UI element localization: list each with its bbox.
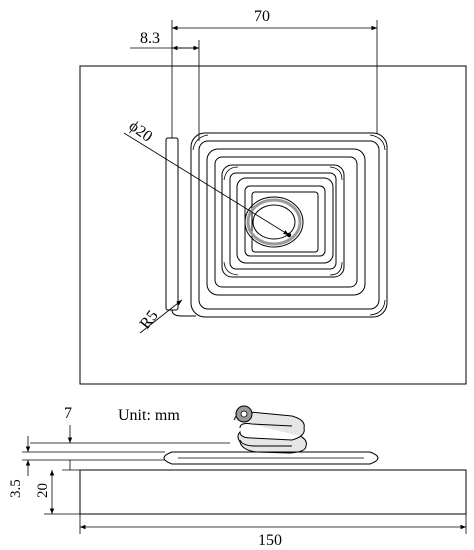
base-plate-outline: [79, 65, 467, 385]
dim-diameter-label: ϕ20: [126, 117, 156, 145]
base-slab: [79, 469, 467, 515]
dim-3-5: 3.5: [8, 436, 165, 498]
dim-7: 7 Unit: mm: [30, 405, 230, 444]
dim-150-label: 150: [258, 532, 282, 549]
unit-note: Unit: mm: [118, 407, 180, 424]
dim-8-3-label: 8.3: [140, 30, 160, 47]
flat-coil-layer: [163, 451, 379, 465]
dim-70-label: 70: [254, 8, 270, 25]
dim-7-label: 7: [64, 405, 72, 422]
dim-3-5-label: 3.5: [8, 479, 24, 498]
dim-8-3: 8.3: [130, 30, 200, 141]
dim-150: 150: [79, 514, 467, 549]
lead-wire-bar: [165, 137, 179, 311]
dim-70: 70: [171, 8, 378, 138]
side-view: 7 Unit: mm 3.5 20 150: [8, 405, 467, 549]
dim-20: 20: [35, 460, 80, 515]
dim-radius: R5: [137, 299, 183, 334]
coil-stack: [233, 405, 307, 454]
spiral-coil-turns: [171, 132, 388, 318]
dim-20-label: 20: [35, 483, 51, 498]
top-view: 70 8.3 ϕ20 R5: [79, 8, 467, 385]
center-ring: [244, 196, 304, 248]
dim-radius-label: R5: [137, 307, 162, 332]
